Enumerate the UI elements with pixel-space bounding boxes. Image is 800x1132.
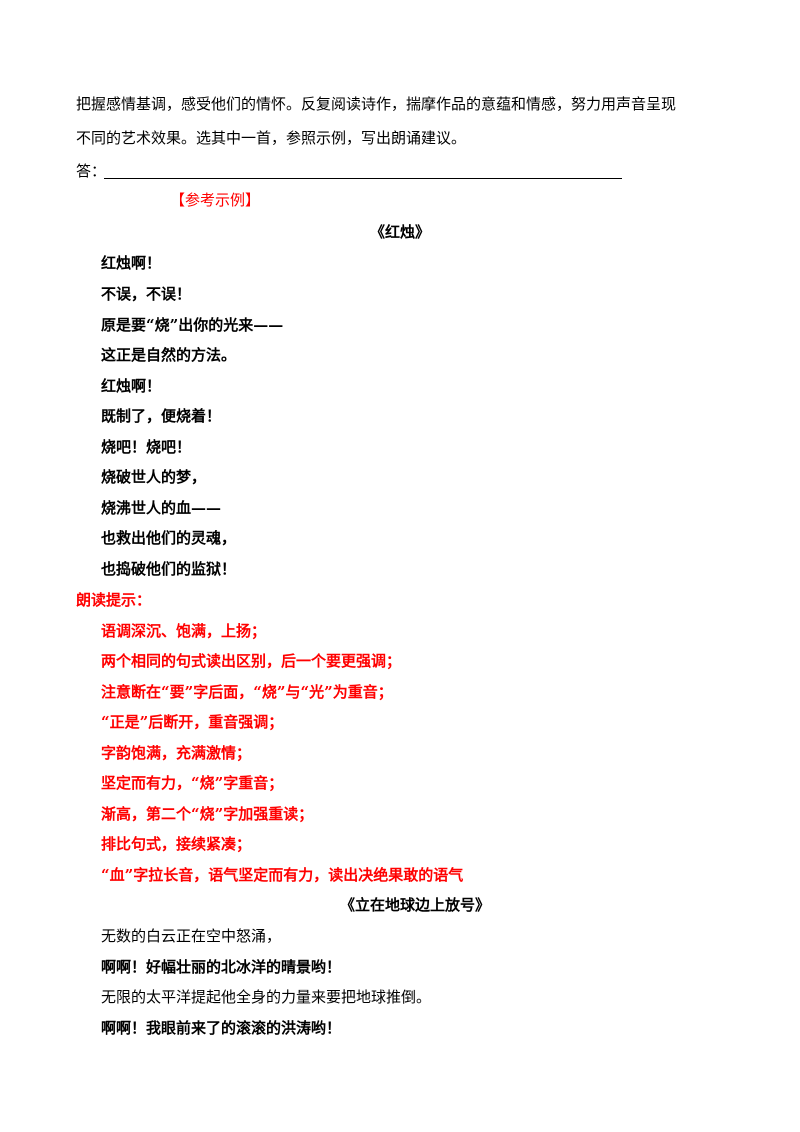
reference-example-label: 【参考示例】 [170,191,261,209]
intro-line-2: 不同的艺术效果。选其中一首，参照示例，写出朗诵建议。 [76,129,467,147]
poem-1-line: 原是要“烧”出你的光来—— [101,316,284,334]
poem-2-title: 《立在地球边上放号》 [339,896,490,914]
reading-tip-item: 两个相同的句式读出区别，后一个要更强调； [101,652,402,670]
poem-2-line: 无数的白云正在空中怒涌， [101,927,282,945]
poem-1-line: 也捣破他们的监狱！ [101,560,237,578]
answer-label: 答： [76,162,107,180]
intro-line-1: 把握感情基调，感受他们的情怀。反复阅读诗作，揣摩作品的意蕴和情感，努力用声音呈现 [76,95,677,113]
poem-2-line: 无限的太平洋提起他全身的力量来要把地球推倒。 [101,988,432,1006]
answer-blank-line [104,178,622,179]
poem-1-line: 这正是自然的方法。 [101,346,237,364]
poem-1-line: 也救出他们的灵魂， [101,529,237,547]
poem-1-line: 烧破世人的梦， [101,468,207,486]
reading-tip-item: “血”字拉长音，语气坚定而有力，读出决绝果敢的语气 [101,866,464,884]
reading-tips-heading: 朗读提示： [76,591,152,609]
poem-2-line: 啊啊！我眼前来了的滚滚的洪涛哟！ [101,1019,342,1037]
reading-tip-item: “正是”后断开，重音强调； [101,713,284,731]
reading-tip-item: 坚定而有力，“烧”字重音； [101,774,284,792]
poem-1-line: 红烛啊！ [101,254,162,272]
poem-2-line: 啊啊！好幅壮丽的北冰洋的晴景哟！ [101,958,342,976]
poem-1-line: 红烛啊！ [101,377,162,395]
reading-tip-item: 注意断在“要”字后面，“烧”与“光”为重音； [101,683,393,701]
poem-1-line: 烧吧！烧吧！ [101,438,192,456]
poem-1-line: 不误，不误！ [101,285,192,303]
reading-tip-item: 渐高，第二个“烧”字加强重读； [101,805,314,823]
poem-1-line: 烧沸世人的血—— [101,499,222,517]
reading-tip-item: 排比句式，接续紧凑； [101,835,252,853]
poem-1-title: 《红烛》 [369,223,430,241]
poem-1-line: 既制了，便烧着！ [101,407,222,425]
reading-tip-item: 语调深沉、饱满，上扬； [101,622,267,640]
reading-tip-item: 字韵饱满，充满激情； [101,744,252,762]
